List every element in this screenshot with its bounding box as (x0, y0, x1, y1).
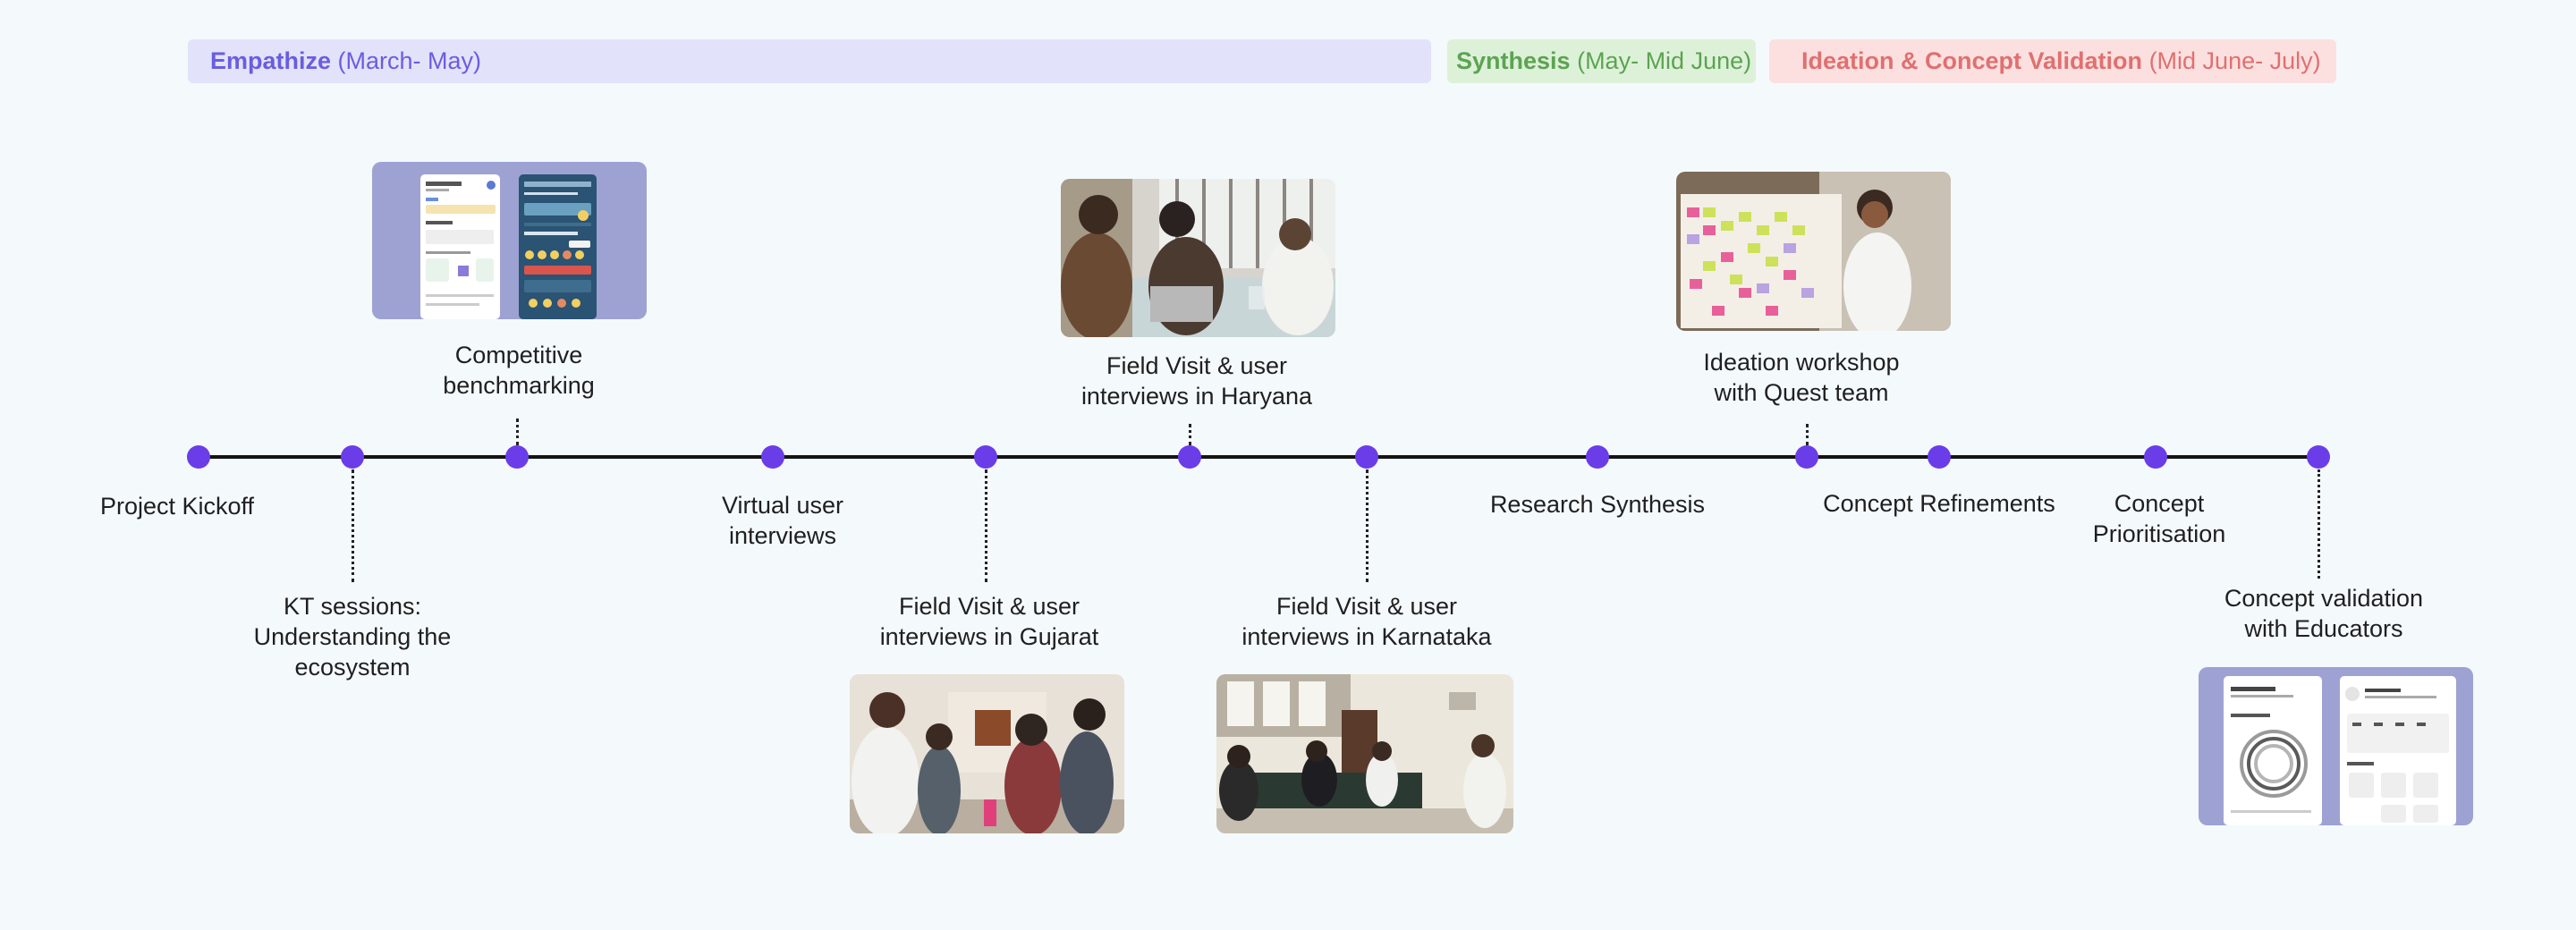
connector (1366, 469, 1368, 582)
milestone-node-synthesis (1586, 445, 1609, 469)
milestone-node-competitive (505, 445, 529, 469)
haryana-field-visit-photo (1061, 179, 1335, 337)
milestone-node-refinements (1928, 445, 1951, 469)
milestone-node-kt-sessions (341, 445, 364, 469)
phase-name: Synthesis (1456, 47, 1571, 74)
milestone-node-gujarat (974, 445, 997, 469)
phase-name: Ideation & Concept Validation (1801, 47, 2143, 74)
milestone-label-validation: Concept validation with Educators (2224, 585, 2424, 642)
phase-range: (March- May) (337, 47, 482, 74)
milestone-label-competitive: Competitive benchmarking (443, 342, 595, 399)
connector (1806, 424, 1809, 445)
connector (985, 469, 987, 582)
milestone-label-kt-sessions: KT sessions: Understanding the ecosystem (253, 593, 452, 681)
phase-range: (Mid June- July) (2148, 47, 2321, 74)
milestone-node-validation (2307, 445, 2330, 469)
connector (1189, 424, 1191, 445)
milestone-label-haryana: Field Visit & user interviews in Haryana (1080, 352, 1313, 410)
milestone-label-refinements: Concept Refinements (1823, 490, 2055, 517)
milestone-label-workshop: Ideation workshop with Quest team (1703, 349, 1900, 406)
milestone-label-karnataka: Field Visit & user interviews in Karnata… (1241, 593, 1492, 650)
connector (352, 469, 354, 582)
connector (2318, 469, 2320, 579)
milestone-label-synthesis: Research Synthesis (1489, 491, 1706, 518)
concept-validation-screens-image (2199, 667, 2473, 825)
connector (516, 418, 519, 445)
phase-range: (May- Mid June) (1577, 47, 1752, 74)
milestone-node-workshop (1795, 445, 1818, 469)
phase-empathize: Empathize (March- May) (188, 39, 1431, 83)
milestone-node-karnataka (1355, 445, 1378, 469)
milestone-label-virtual: Virtual user interviews (721, 492, 844, 549)
milestone-node-virtual (761, 445, 784, 469)
milestone-node-prioritisation (2144, 445, 2167, 469)
milestone-label-kickoff: Project Kickoff (99, 493, 255, 520)
milestone-node-kickoff (187, 445, 210, 469)
phase-name: Empathize (210, 47, 332, 74)
milestone-label-prioritisation: Concept Prioritisation (2092, 490, 2226, 547)
competitive-benchmark-screens-image (372, 162, 647, 319)
timeline-line (199, 455, 2320, 459)
phase-synthesis: Synthesis (May- Mid June) (1447, 39, 1756, 83)
karnataka-field-visit-photo (1216, 674, 1513, 833)
milestone-node-haryana (1178, 445, 1201, 469)
gujarat-field-visit-photo (850, 674, 1124, 833)
ideation-workshop-photo (1676, 172, 1951, 331)
phase-ideation: Ideation & Concept Validation (Mid June-… (1769, 39, 2336, 83)
milestone-label-gujarat: Field Visit & user interviews in Gujarat (879, 593, 1099, 650)
